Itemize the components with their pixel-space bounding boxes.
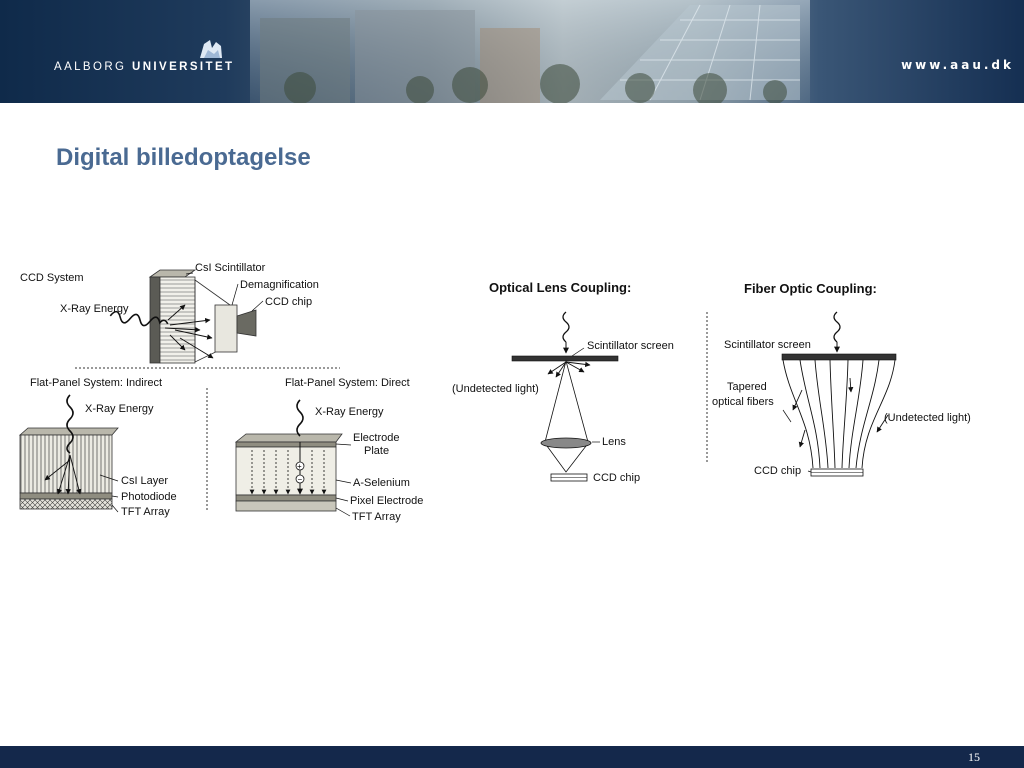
lens-shape [540, 437, 592, 449]
tapered-label-1: Tapered [727, 381, 767, 393]
svg-text:+: + [297, 462, 302, 471]
scintillator-face [159, 276, 196, 364]
ccd-system-panel: CCD System CsI Scintillator Demagnificat… [20, 262, 319, 364]
csi-scintillator-label: CsI Scintillator [195, 262, 266, 274]
pixel-electrode-label: Pixel Electrode [350, 495, 423, 507]
csi-layer-label: CsI Layer [121, 475, 168, 487]
slide-title: Digital billedoptagelse [56, 144, 311, 171]
campus-photo [200, 0, 810, 103]
direct-panel: Flat-Panel System: Direct X-Ray Energy E… [234, 377, 423, 523]
fiber-scintillator-label: Scintillator screen [724, 339, 811, 351]
logo-prefix: AALBORG [54, 61, 127, 73]
electrode-plate [235, 441, 337, 448]
header-banner: AALBORG UNIVERSITET www.aau.dk [0, 0, 1024, 103]
website-url[interactable]: www.aau.dk [901, 58, 1014, 72]
direct-tft-label: TFT Array [352, 511, 401, 523]
a-selenium-layer [235, 446, 337, 496]
xray-energy-label: X-Ray Energy [60, 303, 129, 315]
positive-charge-icon [295, 461, 305, 471]
fiber-optic-title: Fiber Optic Coupling: [744, 281, 877, 296]
fiber-optic-panel: Fiber Optic Coupling: Scintillator scree… [712, 281, 971, 477]
optical-undetected-label: (Undetected light) [452, 383, 539, 395]
optical-ccd-label: CCD chip [593, 472, 640, 484]
demagnification-label: Demagnification [240, 279, 319, 291]
photodiode-label: Photodiode [121, 491, 177, 503]
lens-label: Lens [602, 436, 626, 448]
direct-tft-layer [235, 500, 337, 512]
pixel-electrode-layer [235, 494, 337, 502]
aau-logo-icon [200, 40, 222, 58]
direct-title: Flat-Panel System: Direct [285, 377, 410, 389]
footer-bar: 15 [0, 746, 1024, 768]
fiber-undetected-label: (Undetected light) [884, 412, 971, 424]
optical-scintillator-label: Scintillator screen [587, 340, 674, 352]
university-name: AALBORG UNIVERSITET [54, 61, 234, 73]
ccd-chip-label: CCD chip [265, 296, 312, 308]
tapered-fibers [782, 359, 896, 469]
page-number: 15 [968, 750, 980, 764]
fiber-scintillator-screen [781, 353, 897, 361]
indirect-xray-wave [66, 394, 74, 454]
xray-wave [109, 310, 169, 327]
ccd-system-title: CCD System [20, 272, 84, 284]
indirect-title: Flat-Panel System: Indirect [30, 377, 162, 389]
fiber-ccd-label: CCD chip [754, 465, 801, 477]
demag-lens [214, 304, 238, 353]
optical-lens-title: Optical Lens Coupling: [489, 280, 631, 295]
electrode-label-1: Electrode [353, 432, 399, 444]
indirect-xray-label: X-Ray Energy [85, 403, 154, 415]
imaging-diagram: CCD System CsI Scintillator Demagnificat… [18, 262, 971, 523]
a-selenium-label: A-Selenium [353, 477, 410, 489]
csi-layer-block [19, 434, 113, 494]
svg-text:−: − [298, 475, 303, 484]
direct-xray-label: X-Ray Energy [315, 406, 384, 418]
ccd-chip-shape [236, 309, 257, 337]
direct-xray-wave [296, 399, 304, 437]
logo-suffix: UNIVERSITET [132, 61, 235, 73]
indirect-tft-label: TFT Array [121, 506, 170, 518]
tft-array-layer [19, 498, 113, 510]
tapered-label-2: optical fibers [712, 396, 774, 408]
indirect-panel: Flat-Panel System: Indirect X-Ray Energy… [18, 377, 177, 518]
optical-lens-panel: Optical Lens Coupling: Scintillator scre… [452, 280, 674, 484]
photodiode-layer [19, 492, 113, 500]
optical-scintillator-screen [511, 355, 619, 362]
electrode-label-2: Plate [364, 445, 389, 457]
negative-charge-icon [295, 474, 305, 484]
